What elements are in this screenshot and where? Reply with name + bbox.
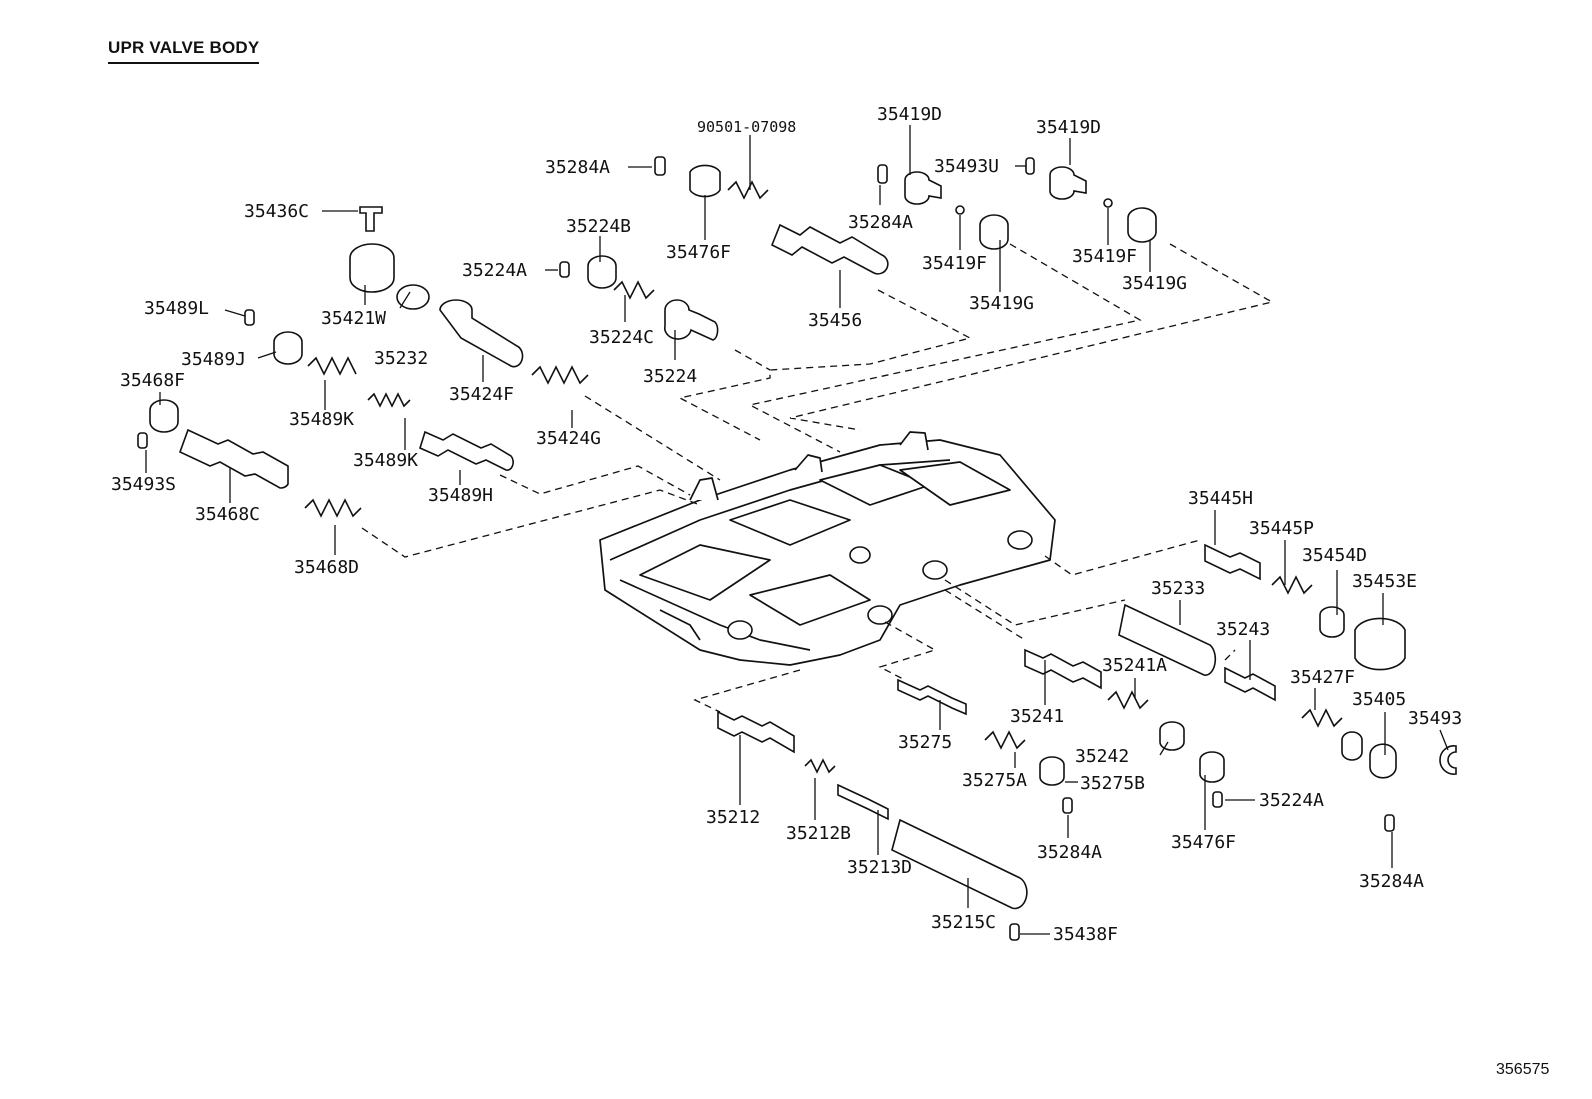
part-label: 35476F — [666, 242, 731, 263]
part-label: 35419D — [877, 104, 942, 125]
alignment-dashed-lines — [361, 243, 1274, 713]
part-label: 35489L — [144, 298, 209, 319]
part-label: 35436C — [244, 201, 309, 222]
part-label: 35224 — [643, 366, 697, 387]
part-label: 35476F — [1171, 832, 1236, 853]
part-label: 35275 — [898, 732, 952, 753]
part-label: 35275A — [962, 770, 1027, 791]
part-label: 35212 — [706, 807, 760, 828]
part-label: 35489H — [428, 485, 493, 506]
part-label: 35233 — [1151, 578, 1205, 599]
part-label: 35489K — [353, 450, 418, 471]
part-label: 35284A — [1359, 871, 1424, 892]
part-label: 35232 — [374, 348, 428, 369]
part-label: 35212B — [786, 823, 851, 844]
reference-number: 356575 — [1496, 1061, 1550, 1078]
part-label: 35493U — [934, 156, 999, 177]
part-label: 35419F — [1072, 246, 1137, 267]
part-label: 35427F — [1290, 667, 1355, 688]
part-label: 35215C — [931, 912, 996, 933]
part-label: 35468F — [120, 370, 185, 391]
leader-lines — [145, 125, 1449, 935]
part-label: 35284A — [545, 157, 610, 178]
part-label: 35284A — [1037, 842, 1102, 863]
part-label: 35438F — [1053, 924, 1118, 945]
part-label: 35421W — [321, 308, 386, 329]
part-label: 35453E — [1352, 571, 1417, 592]
part-labels: 90501-07098 35419D 35419D 35284A 35493U … — [111, 104, 1462, 945]
part-label: 35419G — [1122, 273, 1187, 294]
part-label: 35224C — [589, 327, 654, 348]
part-label: 35224A — [462, 260, 527, 281]
part-label: 35284A — [848, 212, 913, 233]
part-label: 35445H — [1188, 488, 1253, 509]
part-label: 35419D — [1036, 117, 1101, 138]
part-label: 35275B — [1080, 773, 1145, 794]
part-label: 35468C — [195, 504, 260, 525]
part-label: 35241 — [1010, 706, 1064, 727]
part-label: 35419G — [969, 293, 1034, 314]
part-label: 35493S — [111, 474, 176, 495]
parts-drawings — [137, 156, 1457, 941]
valve-body-casting — [599, 431, 1056, 666]
part-label: 35489J — [181, 349, 246, 370]
part-label: 35424G — [536, 428, 601, 449]
part-label: 35224A — [1259, 790, 1324, 811]
part-label: 35241A — [1102, 655, 1167, 676]
part-label: 35419F — [922, 253, 987, 274]
part-label: 35489K — [289, 409, 354, 430]
part-label: 35224B — [566, 216, 631, 237]
part-label: 35243 — [1216, 619, 1270, 640]
part-label: 35445P — [1249, 518, 1314, 539]
diagram-title: UPR VALVE BODY — [108, 38, 260, 64]
part-label: 35468D — [294, 557, 359, 578]
part-label: 35456 — [808, 310, 862, 331]
part-label: 35405 — [1352, 689, 1406, 710]
part-label: 35493 — [1408, 708, 1462, 729]
part-label: 90501-07098 — [697, 118, 796, 136]
part-label: 35454D — [1302, 545, 1367, 566]
part-label: 35424F — [449, 384, 514, 405]
part-label: 35242 — [1075, 746, 1129, 767]
part-label: 35213D — [847, 857, 912, 878]
